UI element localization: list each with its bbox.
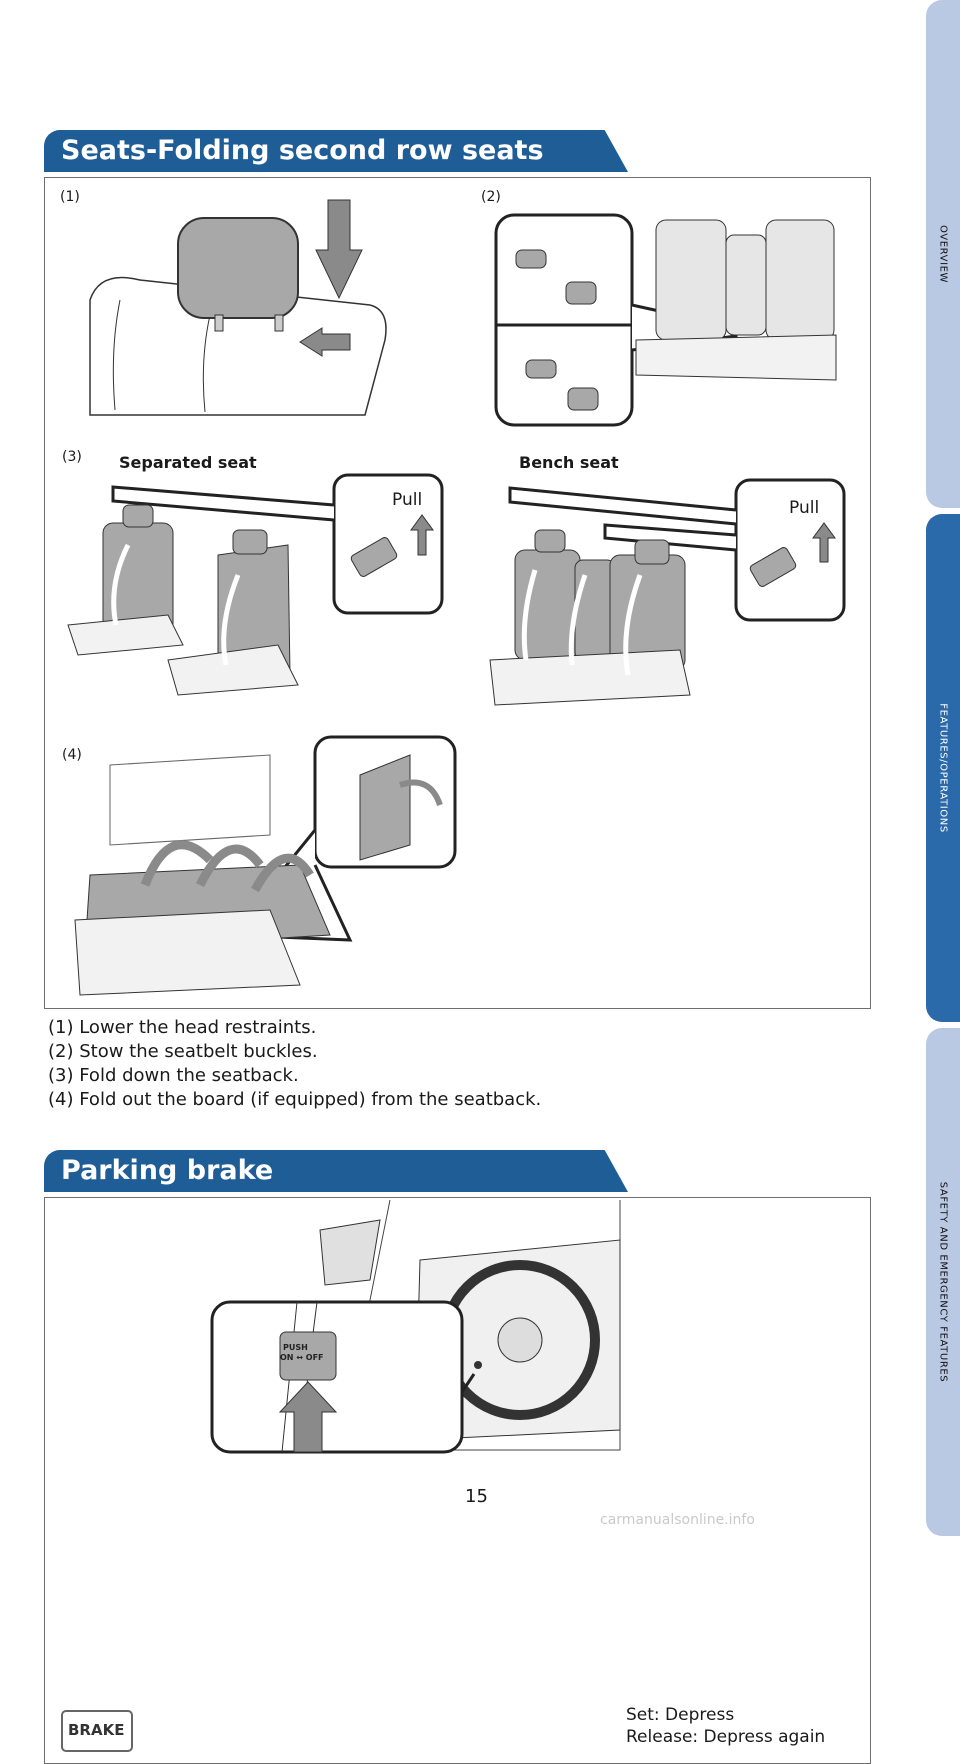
pedal-on-off-text: ON ↔ OFF: [280, 1353, 324, 1362]
pedal-push-text: PUSH: [283, 1343, 308, 1352]
separated-seat-label: Separated seat: [119, 453, 257, 472]
brake-badge-text: BRAKE: [68, 1721, 124, 1739]
step-3: (3) Fold down the seatback.: [48, 1064, 541, 1088]
side-tab-safety-label: SAFETY AND EMERGENCY FEATURES: [938, 1182, 949, 1382]
head-restraint-illustration: [60, 200, 400, 420]
side-tab-safety[interactable]: SAFETY AND EMERGENCY FEATURES: [926, 1028, 960, 1536]
side-tab-overview-label: OVERVIEW: [938, 225, 949, 283]
section-banner-seats: Seats-Folding second row seats: [44, 130, 628, 172]
step-1: (1) Lower the head restraints.: [48, 1016, 541, 1040]
fig-label-3: (3): [62, 449, 82, 465]
fold-out-board-illustration: [70, 735, 460, 1000]
set-instruction: Set: Depress: [626, 1705, 734, 1725]
pull-label-right: Pull: [789, 498, 819, 518]
side-tab-features-operations[interactable]: FEATURES/OPERATIONS: [926, 514, 960, 1022]
section-title-parking-brake: Parking brake: [61, 1155, 273, 1186]
separated-seat-illustration: [68, 475, 448, 715]
brake-indicator-badge: BRAKE: [61, 1710, 133, 1752]
release-instruction: Release: Depress again: [626, 1727, 825, 1747]
seat-folding-steps: (1) Lower the head restraints. (2) Stow …: [48, 1016, 541, 1112]
side-tab-overview[interactable]: OVERVIEW: [926, 0, 960, 508]
dashboard-illustration: [320, 1200, 620, 1752]
bench-seat-label: Bench seat: [519, 453, 619, 472]
page-number: 15: [465, 1486, 488, 1507]
pull-label-left: Pull: [392, 490, 422, 510]
side-tab-features-label: FEATURES/OPERATIONS: [938, 703, 949, 833]
step-4: (4) Fold out the board (if equipped) fro…: [48, 1088, 541, 1112]
step-2: (2) Stow the seatbelt buckles.: [48, 1040, 541, 1064]
section-banner-parking-brake: Parking brake: [44, 1150, 628, 1192]
section-title-seats: Seats-Folding second row seats: [61, 135, 544, 166]
fig-label-2: (2): [481, 189, 501, 205]
parking-brake-pedal-inset: [212, 1302, 472, 1452]
watermark: carmanualsonline.info: [600, 1512, 755, 1528]
seatbelt-buckles-illustration: [496, 210, 846, 430]
